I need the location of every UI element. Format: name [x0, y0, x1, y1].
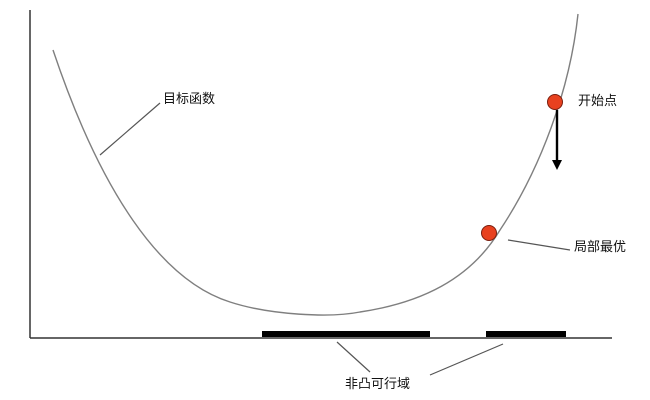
feasible-region-segment-2: [486, 331, 566, 337]
local-optimum-leader-line: [507, 239, 571, 251]
feasible-region-label: 非凸可行域: [345, 377, 411, 392]
start-point-label: 开始点: [578, 94, 618, 109]
region-leader-line-right: [429, 343, 504, 376]
local-optimum-point: [481, 225, 497, 241]
region-leader-line-left: [336, 341, 371, 373]
objective-leader-line: [99, 102, 161, 156]
objective-function-label: 目标函数: [163, 92, 216, 107]
start-point: [547, 94, 563, 110]
feasible-region-segment-1: [262, 331, 430, 337]
local-optimum-label: 局部最优: [574, 240, 627, 255]
objective-curve: [52, 13, 579, 316]
